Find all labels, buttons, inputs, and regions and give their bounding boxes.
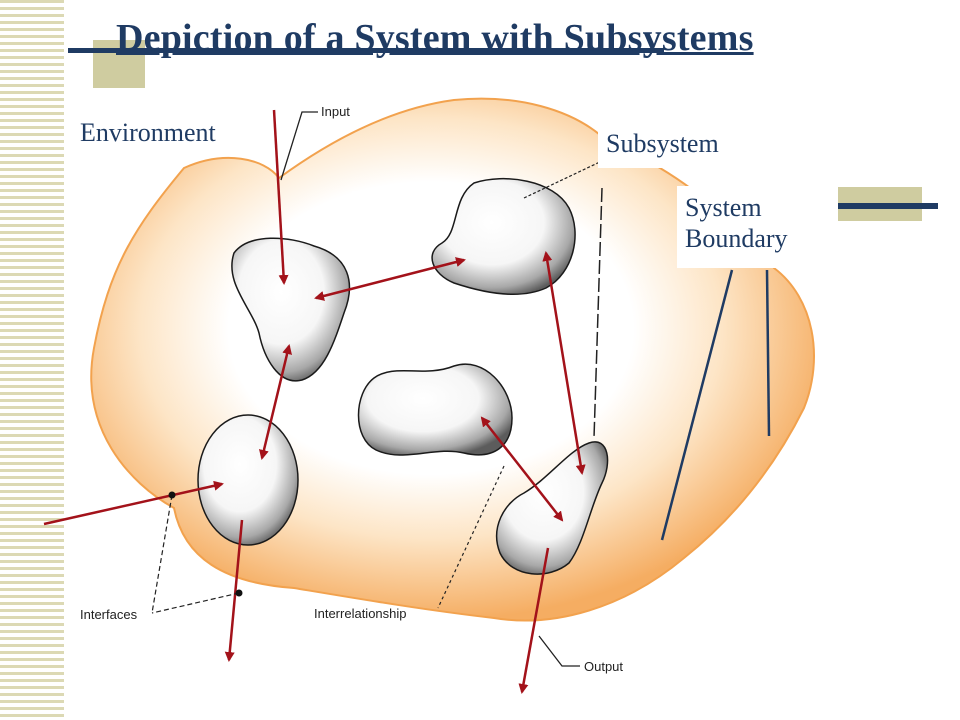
subsystem-bottom-left <box>197 414 299 546</box>
input-arrow-left <box>43 480 224 526</box>
environment-label: Environment <box>80 118 216 147</box>
system-boundary-callout: System Boundary <box>677 186 827 268</box>
interfaces-label: Interfaces <box>80 607 138 622</box>
white-cover-patch <box>352 191 446 215</box>
interrelationship-arrow-right <box>542 251 586 475</box>
output-label: Output <box>584 659 623 674</box>
boundary-dashed-line <box>593 187 603 439</box>
subsystem-callout: Subsystem <box>598 122 769 168</box>
subsystem-center <box>357 363 513 456</box>
interrelationship-arrow-left <box>259 344 292 460</box>
output-arrow-left <box>224 519 244 662</box>
input-leader <box>280 111 318 181</box>
interrelationship-leader <box>437 465 505 609</box>
output-arrow-right <box>518 547 550 694</box>
boundary-pointer-left <box>660 269 734 541</box>
interface-point-top <box>168 491 176 499</box>
interrelationship-arrow-center <box>480 416 564 522</box>
system-diagram: Input Interfaces Interrelationship Outpu… <box>34 88 840 696</box>
input-label: Input <box>321 104 350 119</box>
interrelationship-arrow-top <box>314 257 466 301</box>
right-rule-decoration <box>838 203 938 209</box>
output-leader <box>538 635 580 667</box>
subsystem-top-right <box>431 177 576 296</box>
system-boundary-line1: System <box>685 193 762 222</box>
title-rule-decoration <box>68 48 664 53</box>
slide-title: Depiction of a System with Subsystems <box>116 17 754 59</box>
interfaces-leader-top <box>151 494 173 614</box>
interrelationship-label: Interrelationship <box>314 606 407 621</box>
subsystem-callout-text: Subsystem <box>606 129 719 158</box>
interfaces-leader-bottom <box>151 592 240 614</box>
boundary-pointer-right <box>765 269 771 437</box>
interface-point-bottom <box>235 589 243 597</box>
system-boundary-line2: Boundary <box>685 224 788 253</box>
input-arrow <box>272 109 289 285</box>
system-boundary-shape <box>90 97 815 622</box>
left-stripe-decoration <box>0 0 64 720</box>
